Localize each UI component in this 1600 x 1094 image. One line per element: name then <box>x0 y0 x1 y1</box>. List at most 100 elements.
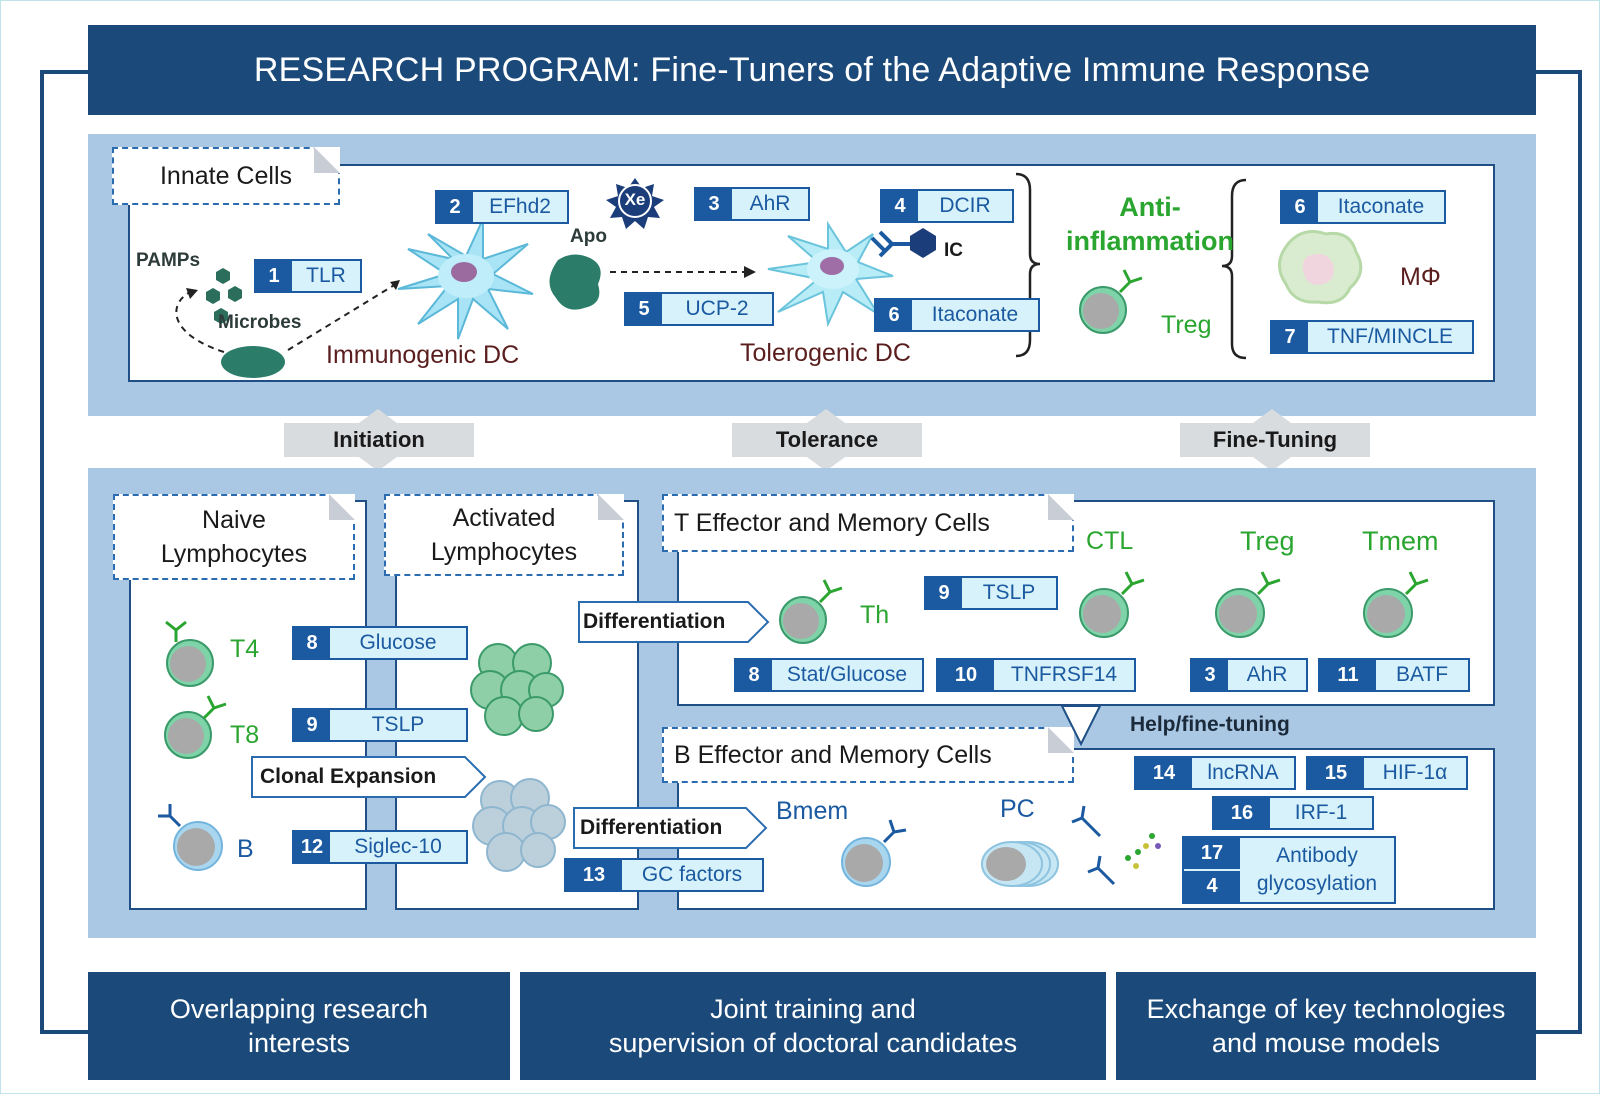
xe-label: Xe <box>624 190 646 209</box>
tolerance-connector: Tolerance <box>732 423 922 457</box>
t-effector-label-text: T Effector and Memory Cells <box>674 509 990 537</box>
ctl-label: CTL <box>1086 527 1134 555</box>
tag-ahr-t[interactable]: 3 AhR <box>1190 658 1308 692</box>
footer-2-line-2: supervision of doctoral candidates <box>608 1028 1018 1058</box>
help-arrow-shape <box>1060 705 1102 747</box>
clonal-expansion-arrow: Clonal Expansion <box>260 765 437 788</box>
tag-text: UCP-2 <box>685 297 749 320</box>
tag-num: 3 <box>1192 660 1228 690</box>
macrophage-shape <box>1278 230 1363 305</box>
immunogenic-dc-label: Immunogenic DC <box>326 341 520 369</box>
tag-text: lncRNA <box>1207 761 1279 784</box>
naive-lymphocytes-label: Naive Lymphocytes <box>113 494 355 580</box>
fold-corner <box>1048 494 1074 520</box>
differentiation-t-arrow: Differentiation <box>583 610 726 633</box>
tag-text: Stat/Glucose <box>786 663 908 686</box>
microbes-label: Microbes <box>218 312 302 333</box>
tag-itaconate-dc[interactable]: 6 Itaconate <box>874 298 1040 332</box>
t-effector-label: T Effector and Memory Cells <box>662 494 1074 552</box>
tag-text: HIF-1α <box>1382 761 1448 784</box>
innate-graphics <box>175 172 1363 378</box>
differentiation-b-arrow: Differentiation <box>580 816 723 839</box>
glyco-num-column: 17 4 <box>1184 838 1240 902</box>
footer-exchange-technologies: Exchange of key technologies and mouse m… <box>1116 972 1536 1080</box>
fold-corner <box>1048 727 1074 753</box>
activated-lymphocytes-label: Activated Lymphocytes <box>384 494 624 576</box>
tag-text: Itaconate <box>1337 195 1425 218</box>
tag-text: TSLP <box>371 713 425 736</box>
footer-3-line-2: and mouse models <box>1211 1028 1441 1058</box>
glyco-line-2: glycosylation <box>1256 872 1378 895</box>
tag-text: Itaconate <box>931 303 1019 326</box>
anti-line-1: Anti- <box>1119 192 1181 222</box>
ctl-cell-shape <box>1079 571 1145 638</box>
th-cell-shape <box>779 579 843 644</box>
activated-line-1: Activated <box>452 504 556 532</box>
footer-1-line-1: Overlapping research <box>169 994 429 1024</box>
treg-cell-shape <box>1079 269 1143 334</box>
glycans-shape <box>1125 833 1161 869</box>
xe-star-shape <box>606 178 664 229</box>
fine-tuning-connector: Fine-Tuning <box>1180 423 1370 457</box>
tolerogenic-dc-label: Tolerogenic DC <box>740 339 911 367</box>
program-title: RESEARCH PROGRAM: Fine-Tuners of the Ada… <box>88 25 1536 115</box>
glyco-num-2: 4 <box>1206 875 1218 897</box>
tag-num: 6 <box>876 300 912 330</box>
tag-num: 13 <box>566 860 622 890</box>
tag-antibody-glycosylation[interactable]: 17 4 Antibody glycosylation <box>1182 836 1396 904</box>
tag-text: DCIR <box>939 194 991 217</box>
footer-2-line-1: Joint training and <box>710 994 916 1024</box>
tag-num: 16 <box>1214 798 1270 828</box>
tag-num: 12 <box>294 832 330 862</box>
t8-cell-shape <box>164 695 227 759</box>
naive-line-2: Lymphocytes <box>160 540 308 568</box>
tag-text: AhR <box>1246 663 1288 686</box>
left-brace <box>1015 172 1041 358</box>
t4-label: T4 <box>230 635 260 663</box>
tmem-cell-shape <box>1363 571 1429 638</box>
tag-num: 10 <box>938 660 994 690</box>
innate-cells-label: Innate Cells <box>112 147 340 205</box>
fold-corner <box>314 147 340 173</box>
footer-overlapping-interests: Overlapping research interests <box>88 972 510 1080</box>
treg-t-cell-shape <box>1215 571 1281 638</box>
right-brace <box>1221 178 1247 360</box>
tag-stat-glucose[interactable]: 8 Stat/Glucose <box>734 658 924 692</box>
t-clone-cluster-shape <box>470 643 564 736</box>
th-label: Th <box>860 601 890 629</box>
tag-text: BATF <box>1395 663 1449 686</box>
initiation-connector: Initiation <box>284 423 474 457</box>
b-label: B <box>237 835 254 863</box>
ic-hexagon-shape <box>910 228 936 258</box>
t8-label: T8 <box>230 721 260 749</box>
b-clone-cluster-shape <box>472 778 566 872</box>
immunogenic-dc-shape <box>397 218 534 340</box>
tag-num: 15 <box>1308 758 1364 788</box>
treg-innate-label: Treg <box>1161 311 1212 339</box>
tag-hif1a[interactable]: 15 HIF-1α <box>1306 756 1468 790</box>
pamps-label: PAMPs <box>136 250 201 271</box>
tag-num: 8 <box>294 628 330 658</box>
b-cell-shape <box>158 804 223 871</box>
b-effector-label: B Effector and Memory Cells <box>662 727 1074 783</box>
bmem-cell-shape <box>841 819 907 887</box>
tag-num: 8 <box>736 660 772 690</box>
footer-joint-training: Joint training and supervision of doctor… <box>520 972 1106 1080</box>
